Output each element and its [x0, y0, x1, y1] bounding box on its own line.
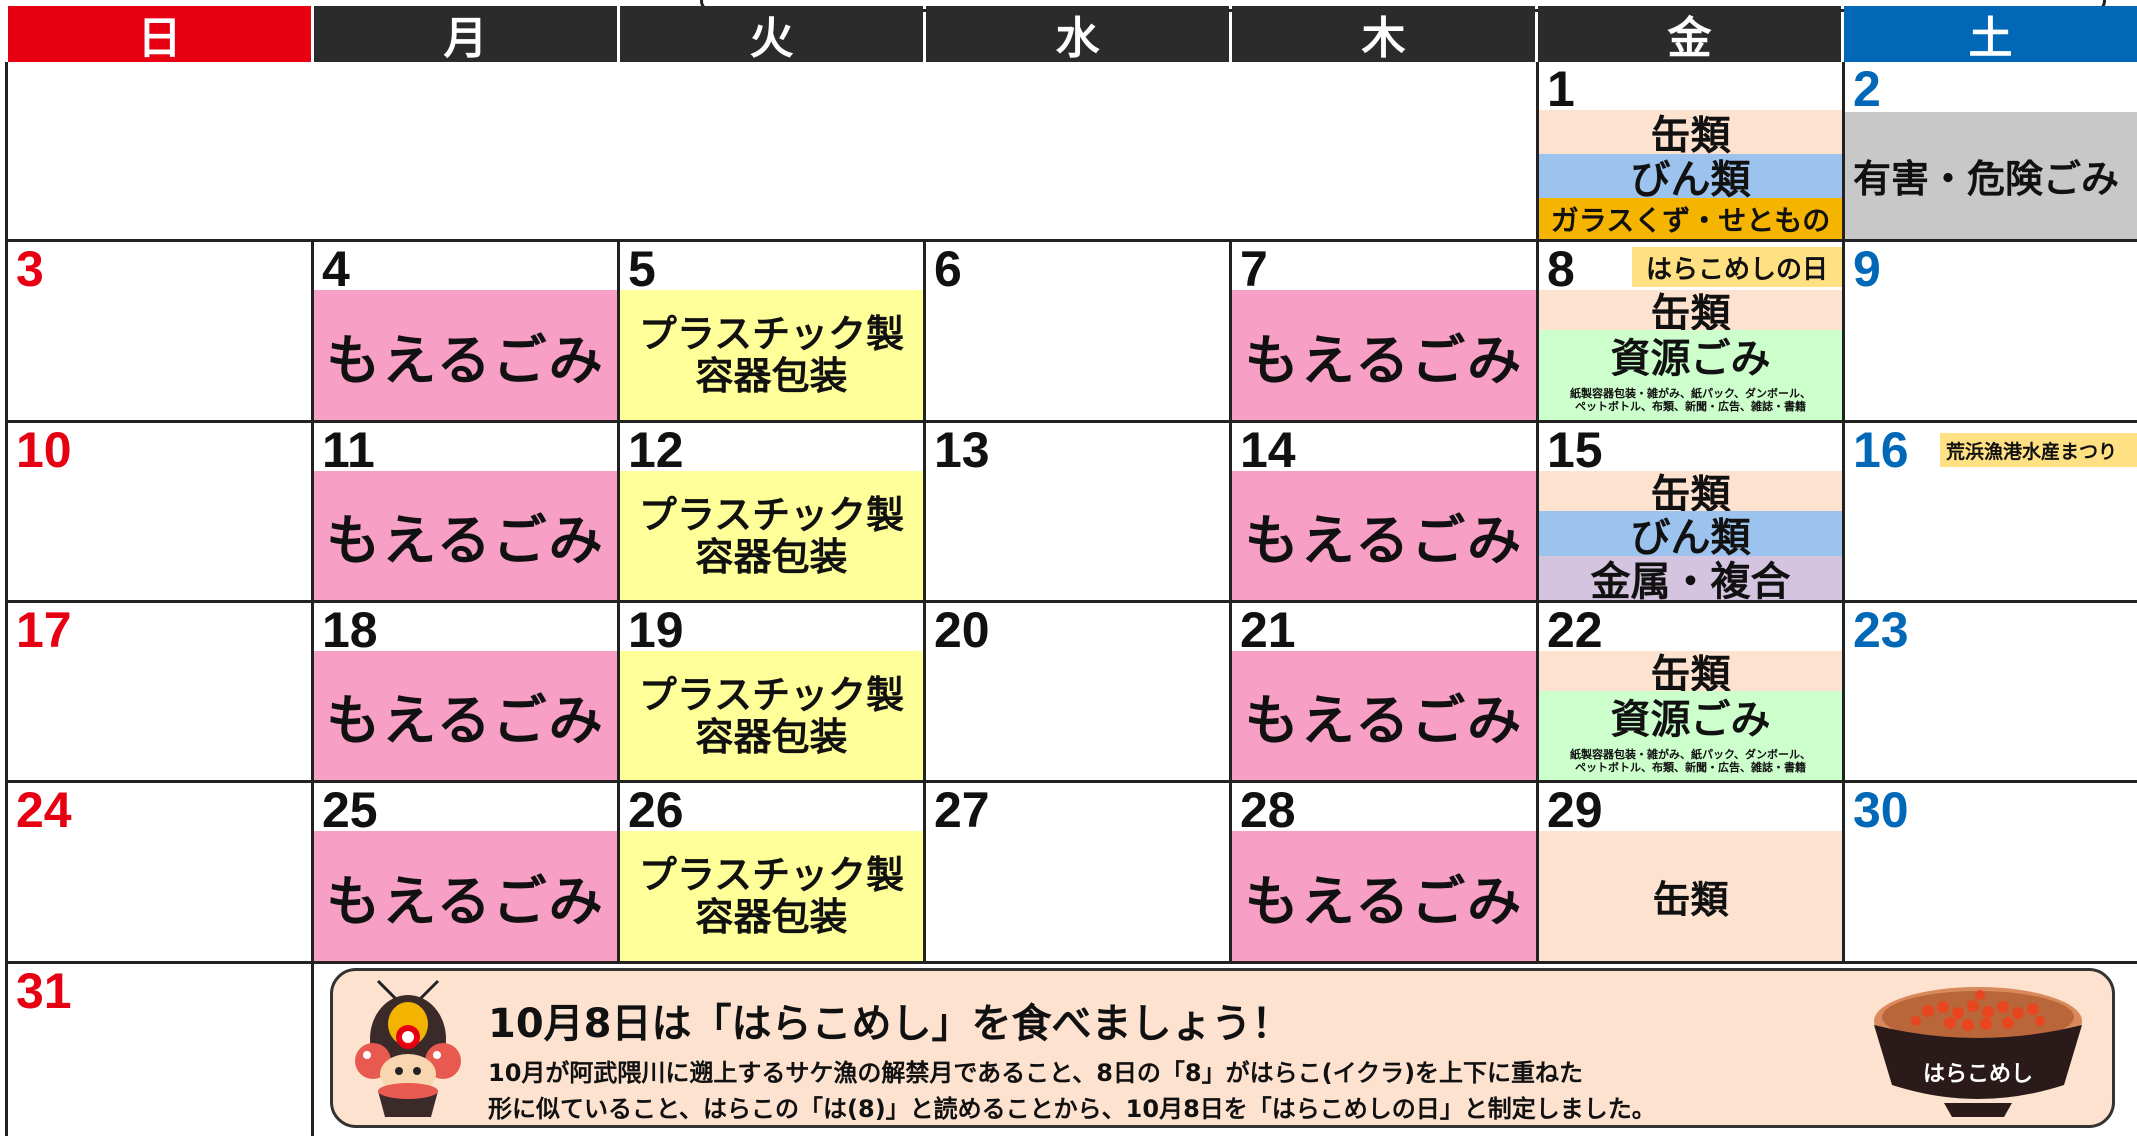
- recyclables-detail: 紙製容器包装・雑がみ、紙パック、ダンボール、ペットボトル、布類、新聞・広告、雑誌…: [1539, 380, 1842, 420]
- header-sunday: 日: [8, 6, 311, 64]
- calendar-day-26: 26 プラスチック製容器包装: [620, 783, 926, 964]
- burnable-collection: もえるごみ: [1232, 471, 1536, 600]
- header-monday: 月: [314, 6, 617, 64]
- glass-ceramic-collection: ガラスくず・せともの: [1539, 198, 1842, 239]
- header-wednesday: 水: [926, 6, 1229, 64]
- calendar-day-4: 4 もえるごみ: [314, 242, 620, 423]
- calendar-day-12: 12 プラスチック製容器包装: [620, 423, 926, 603]
- calendar-day-28: 28 もえるごみ: [1232, 783, 1539, 964]
- calendar-day-18: 18 もえるごみ: [314, 603, 620, 783]
- header-thursday: 木: [1232, 6, 1535, 64]
- header-saturday: 土: [1844, 6, 2137, 64]
- calendar-day-20: 20: [926, 603, 1232, 783]
- burnable-collection: もえるごみ: [1232, 290, 1536, 420]
- recyclables-collection: 資源ごみ: [1539, 691, 1842, 743]
- bowl-label: はらこめし: [1923, 1062, 2033, 1087]
- harakomeshi-bowl-icon: はらこめし: [1868, 981, 2088, 1123]
- calendar-day-24: 24: [8, 783, 314, 964]
- banner-title: 10月8日は「はらこめし」を食べましょう！: [488, 1001, 1292, 1047]
- burnable-collection: もえるごみ: [314, 290, 617, 420]
- calendar-day-23: 23: [1845, 603, 2137, 783]
- calendar-day-25: 25 もえるごみ: [314, 783, 620, 964]
- calendar-day-13: 13: [926, 423, 1232, 603]
- recyclables-collection: 資源ごみ: [1539, 330, 1842, 382]
- burnable-collection: もえるごみ: [314, 651, 617, 780]
- calendar-day-27: 27: [926, 783, 1232, 964]
- burnable-collection: もえるごみ: [314, 471, 617, 600]
- calendar-day-11: 11 もえるごみ: [314, 423, 620, 603]
- mascot-character-icon: [343, 979, 473, 1128]
- plastic-collection: プラスチック製容器包装: [620, 831, 923, 961]
- plastic-collection: プラスチック製容器包装: [620, 471, 923, 600]
- fishing-port-festival-badge: 荒浜漁港水産まつり: [1940, 433, 2137, 467]
- calendar-day-17: 17: [8, 603, 314, 783]
- calendar-empty-cell: [8, 62, 1539, 242]
- calendar-day-31: 31: [8, 964, 314, 1136]
- calendar-day-8: 8 はらこめしの日 缶類 資源ごみ 紙製容器包装・雑がみ、紙パック、ダンボール、…: [1539, 242, 1845, 423]
- can-collection: 缶類: [1539, 290, 1842, 337]
- calendar-day-30: 30: [1845, 783, 2137, 964]
- hazardous-collection: 有害・危険ごみ: [1845, 112, 2137, 239]
- plastic-collection: プラスチック製容器包装: [620, 651, 923, 780]
- calendar-day-5: 5 プラスチック製容器包装: [620, 242, 926, 423]
- calendar-day-2: 2 有害・危険ごみ: [1845, 62, 2137, 242]
- recyclables-detail: 紙製容器包装・雑がみ、紙パック、ダンボール、ペットボトル、布類、新聞・広告、雑誌…: [1539, 741, 1842, 780]
- calendar-day-15: 15 缶類 びん類 金属・複合: [1539, 423, 1845, 605]
- harakomeshi-day-badge: はらこめしの日: [1632, 247, 1842, 287]
- grid-left-border: [5, 62, 8, 1136]
- bottle-collection: びん類: [1539, 154, 1842, 203]
- calendar-day-6: 6: [926, 242, 1232, 423]
- banner-text-line1: 10月が阿武隈川に遡上するサケ漁の解禁月であること、8日の「8」がはらこ(イクラ…: [488, 1059, 1584, 1087]
- harakomeshi-banner: 10月8日は「はらこめし」を食べましょう！ 10月が阿武隈川に遡上するサケ漁の解…: [330, 968, 2115, 1128]
- bottle-collection: びん類: [1539, 511, 1842, 561]
- calendar-day-9: 9: [1845, 242, 2137, 423]
- plastic-collection: プラスチック製容器包装: [620, 290, 923, 420]
- can-collection: 缶類: [1539, 110, 1842, 159]
- calendar-day-21: 21 もえるごみ: [1232, 603, 1539, 783]
- burnable-collection: もえるごみ: [1232, 651, 1536, 780]
- burnable-collection: もえるごみ: [1232, 831, 1536, 961]
- can-collection: 缶類: [1539, 651, 1842, 698]
- calendar-day-22: 22 缶類 資源ごみ 紙製容器包装・雑がみ、紙パック、ダンボール、ペットボトル、…: [1539, 603, 1845, 783]
- calendar-day-10: 10: [8, 423, 314, 603]
- calendar-day-1: 1 缶類 びん類 ガラスくず・せともの: [1539, 62, 1845, 242]
- metal-composite-collection: 金属・複合: [1539, 556, 1842, 605]
- calendar-day-19: 19 プラスチック製容器包装: [620, 603, 926, 783]
- banner-text-line2: 形に似ていること、はらこの「は(8)」と読めることから、10月8日を「はらこめし…: [488, 1095, 1656, 1123]
- calendar-day-14: 14 もえるごみ: [1232, 423, 1539, 603]
- calendar-day-3: 3: [8, 242, 314, 423]
- header-tuesday: 火: [620, 6, 923, 64]
- header-friday: 金: [1538, 6, 1841, 64]
- calendar-day-29: 29 缶類: [1539, 783, 1845, 964]
- can-collection: 缶類: [1539, 831, 1842, 961]
- can-collection: 缶類: [1539, 471, 1842, 518]
- calendar-day-7: 7 もえるごみ: [1232, 242, 1539, 423]
- burnable-collection: もえるごみ: [314, 831, 617, 961]
- calendar-day-16: 16 荒浜漁港水産まつり: [1845, 423, 2137, 603]
